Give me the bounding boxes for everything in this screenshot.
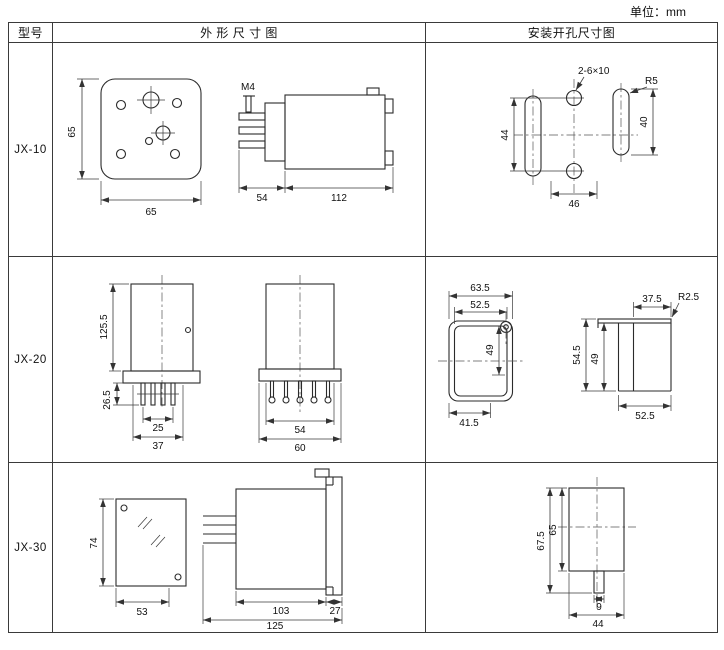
jx10-outline-svg: 65 65 M4 <box>67 78 394 218</box>
jx20-pin-height-label: 26.5 <box>102 390 113 410</box>
jx30-flange-depth-dim: 27 <box>326 597 343 617</box>
jx10-slot-length-label: 40 <box>639 116 650 128</box>
jx10-hole-spec-callout: 2-6×10 <box>575 66 610 91</box>
jx30-plate-width-dim: 53 <box>115 588 170 618</box>
jx20-side-inner-height-label: 49 <box>590 353 601 365</box>
jx30-cutout-width-label: 44 <box>592 619 604 630</box>
jx10-body-length-label: 112 <box>331 193 347 204</box>
jx30-mounting-svg: 67.5 65 9 44 <box>536 477 636 630</box>
mounting-drawing-jx10: 2-6×10 R5 44 40 <box>426 43 717 257</box>
header-mounting: 安装开孔尺寸图 <box>426 23 717 43</box>
jx10-hole-spacing-v-dim: 44 <box>500 97 584 172</box>
jx10-slot-radius-label: R5 <box>645 76 658 87</box>
jx20-base-width-b-label: 60 <box>294 443 306 454</box>
jx30-total-length-label: 125 <box>267 621 284 631</box>
model-label-jx20: JX-20 <box>9 257 53 463</box>
jx30-notch-width-dim: 9 <box>593 595 605 613</box>
jx20-outline-svg: 125.5 26.5 25 37 <box>99 275 342 454</box>
jx20-bottom-width-dim: 41.5 <box>448 403 491 429</box>
outline-drawing-jx30: 74 53 <box>53 463 426 632</box>
jx30-cutout-height-inner-dim: 65 <box>548 488 567 572</box>
jx10-front-view <box>100 78 202 180</box>
jx10-hole-spacing-h-dim: 46 <box>550 181 598 210</box>
jx30-body-length-dim: 103 <box>235 591 327 617</box>
unit-note: 单位：mm <box>630 5 686 19</box>
jx20-pin-height-dim: 26.5 <box>102 382 139 410</box>
jx20-pin-span-label: 25 <box>152 423 164 434</box>
header-outline: 外 形 尺 寸 图 <box>53 23 426 43</box>
jx20-body-height-label: 125.5 <box>99 314 110 339</box>
jx10-slot-length-dim: 40 <box>631 88 658 156</box>
dimension-table: 型号 外 形 尺 寸 图 安装开孔尺寸图 JX-10 <box>8 22 718 633</box>
jx30-notch-width-label: 9 <box>596 602 602 613</box>
jx10-front-width-label: 65 <box>145 207 157 218</box>
jx30-cutout-height-outer-label: 67.5 <box>536 531 547 551</box>
jx20-pin-span-b-dim: 54 <box>265 383 335 436</box>
jx20-corner-radius-callout: R2.5 <box>671 292 700 318</box>
jx30-side-view <box>203 468 343 596</box>
jx20-corner-radius-label: R2.5 <box>678 292 700 303</box>
jx30-flange-depth-label: 27 <box>329 606 341 617</box>
jx20-inner-width-label: 52.5 <box>470 300 490 311</box>
jx20-mounting-svg: 63.5 52.5 49 41.5 <box>438 283 700 429</box>
mounting-drawing-jx30: 67.5 65 9 44 <box>426 463 717 632</box>
jx20-base-width-b-dim: 60 <box>258 383 342 454</box>
jx30-plate-view <box>115 498 187 587</box>
jx10-hole-spacing-v-label: 44 <box>500 129 511 141</box>
jx20-outer-width-dim: 63.5 <box>448 283 513 319</box>
jx30-mounting-view <box>558 477 636 611</box>
jx10-front-height-label: 65 <box>67 126 78 138</box>
jx10-hole-spacing-h-label: 46 <box>568 199 580 210</box>
jx10-mounting-view <box>514 79 638 195</box>
jx10-side-dims: 54 112 <box>238 150 394 204</box>
jx20-top-width-label: 37.5 <box>642 294 662 305</box>
jx10-front-depth-label: 54 <box>256 193 268 204</box>
jx20-bottom-width-label: 41.5 <box>459 418 479 429</box>
jx20-base-width-dim: 37 <box>132 385 184 452</box>
jx20-base-width-label: 37 <box>152 441 164 452</box>
jx20-inner-height-label: 49 <box>485 344 496 356</box>
jx20-front-view <box>122 275 201 409</box>
jx20-side-width-dim: 52.5 <box>618 395 672 422</box>
jx10-mounting-svg: 2-6×10 R5 44 40 <box>500 66 658 210</box>
jx30-cutout-width-dim: 44 <box>568 573 625 630</box>
header-model: 型号 <box>9 23 53 43</box>
jx20-body-height-dim: 125.5 <box>99 283 129 372</box>
jx20-outer-width-label: 63.5 <box>470 283 490 294</box>
jx10-slot-radius-callout: R5 <box>629 76 658 94</box>
jx20-pin-span-b-label: 54 <box>294 425 306 436</box>
jx30-plate-height-dim: 74 <box>89 498 114 587</box>
jx20-pin-span-dim: 25 <box>142 407 174 434</box>
jx10-side-view: M4 <box>238 82 394 170</box>
outline-drawing-jx10: 65 65 M4 <box>53 43 426 257</box>
outline-drawing-jx20: 125.5 26.5 25 37 <box>53 257 426 463</box>
jx30-cutout-height-outer-dim: 67.5 <box>536 487 592 594</box>
model-label-jx30: JX-30 <box>9 463 53 632</box>
jx10-hole-spec-label: 2-6×10 <box>578 66 610 77</box>
jx30-plate-height-label: 74 <box>89 537 100 549</box>
jx30-cutout-height-inner-label: 65 <box>548 524 559 536</box>
jx20-side-height-label: 54.5 <box>572 345 583 365</box>
jx20-inner-width-dim: 52.5 <box>454 300 508 324</box>
jx20-side-height-dim: 54.5 <box>572 318 616 392</box>
jx20-side-width-label: 52.5 <box>635 411 655 422</box>
jx20-bracket-profile <box>597 318 672 392</box>
jx20-front-view-b <box>258 275 342 415</box>
jx20-inner-height-dim: 49 <box>485 326 505 376</box>
jx20-side-inner-height-dim: 49 <box>590 323 607 391</box>
jx30-body-length-label: 103 <box>273 606 290 617</box>
model-label-jx10: JX-10 <box>9 43 53 257</box>
jx10-front-width-dim: 65 <box>100 181 202 218</box>
jx20-gasket-view <box>438 312 524 402</box>
jx30-total-length-dim: 125 <box>202 545 343 631</box>
mounting-drawing-jx20: 63.5 52.5 49 41.5 <box>426 257 717 463</box>
jx10-screw-spec-label: M4 <box>241 82 255 93</box>
jx30-outline-svg: 74 53 <box>89 468 343 631</box>
jx20-top-width-dim: 37.5 <box>633 294 672 317</box>
jx30-plate-width-label: 53 <box>136 607 148 618</box>
jx10-front-height-dim: 65 <box>67 78 99 180</box>
